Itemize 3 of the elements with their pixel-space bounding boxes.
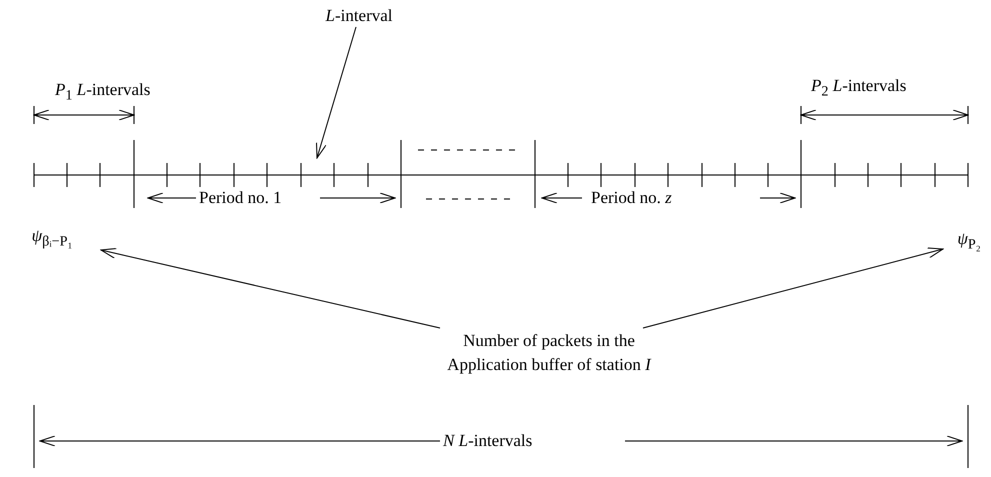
arrow	[642, 247, 944, 328]
arrow	[316, 26, 356, 158]
arrow	[100, 248, 440, 328]
